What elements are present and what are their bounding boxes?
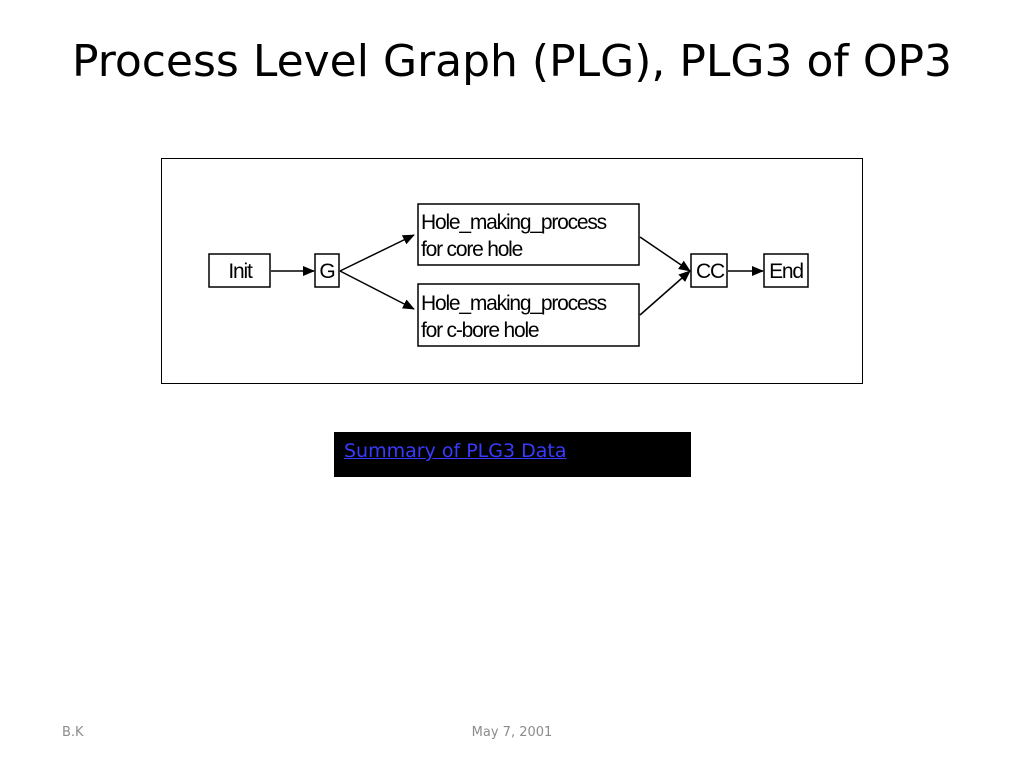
edge-cbore-cc xyxy=(639,270,691,316)
process-level-graph: Init G Hole_making_process for core hole… xyxy=(161,158,863,384)
edge-g-cbore xyxy=(339,270,415,310)
edge-g-core xyxy=(339,234,415,272)
node-end: End xyxy=(763,253,809,288)
summary-link-box: Summary of PLG3 Data xyxy=(334,432,691,477)
node-init-label: Init xyxy=(228,260,253,283)
node-g: G xyxy=(314,253,340,288)
node-hole-cbore-line2: for c-bore hole xyxy=(421,319,539,342)
node-hole-cbore: Hole_making_process for c-bore hole xyxy=(417,283,640,347)
node-hole-core: Hole_making_process for core hole xyxy=(417,203,640,266)
node-cc: CC xyxy=(690,253,728,288)
plg-diagram: Init G Hole_making_process for core hole… xyxy=(208,203,809,347)
node-init: Init xyxy=(208,253,271,288)
footer-author: B.K xyxy=(62,725,84,740)
node-hole-core-line2: for core hole xyxy=(421,238,523,261)
node-end-label: End xyxy=(769,260,803,283)
node-cc-label: CC xyxy=(696,260,725,283)
summary-link[interactable]: Summary of PLG3 Data xyxy=(344,440,567,462)
slide-title: Process Level Graph (PLG), PLG3 of OP3 xyxy=(71,36,953,87)
node-hole-core-line1: Hole_making_process xyxy=(421,211,607,234)
edge-core-cc xyxy=(639,236,691,272)
node-g-label: G xyxy=(319,260,334,283)
node-hole-cbore-line1: Hole_making_process xyxy=(421,292,607,315)
footer-date: May 7, 2001 xyxy=(471,725,553,740)
